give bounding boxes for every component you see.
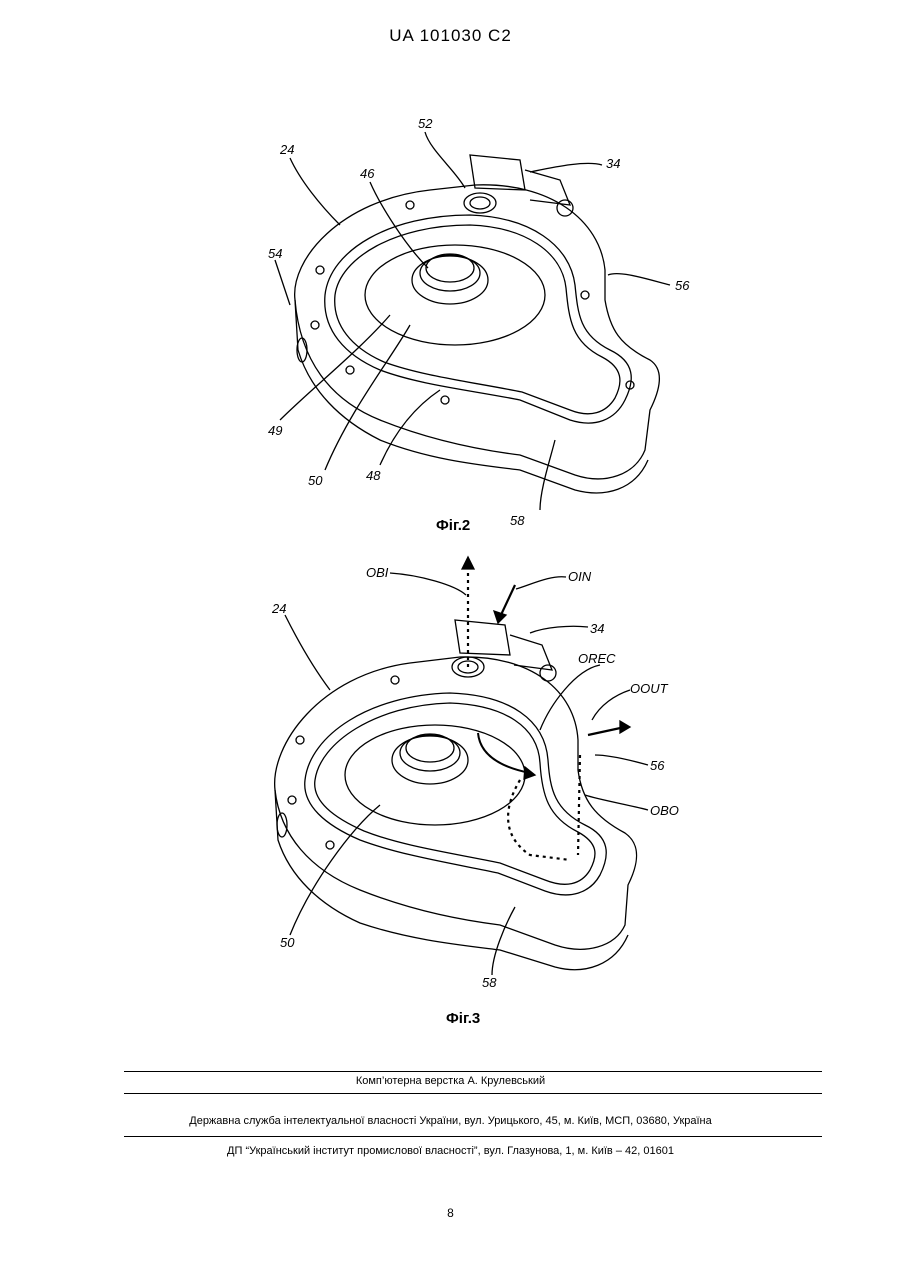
label-oin: OIN: [568, 569, 592, 584]
label-obo: OBO: [650, 803, 679, 818]
label-50: 50: [308, 473, 323, 488]
footer-rule-middle: [124, 1093, 822, 1094]
label-34: 34: [606, 156, 620, 171]
label-46: 46: [360, 166, 375, 181]
label-obi: OBI: [366, 565, 389, 580]
figure-2-caption: Фіг.2: [436, 517, 470, 534]
label-58: 58: [510, 513, 525, 528]
figure-3-caption: Фіг.3: [446, 1010, 480, 1027]
label-52: 52: [418, 116, 433, 131]
label-48: 48: [366, 468, 381, 483]
footer-rule-top: [124, 1071, 822, 1072]
page-number: 8: [0, 1206, 901, 1220]
label-34: 34: [590, 621, 604, 636]
footer-institute: ДП “Український інститут промислової вла…: [0, 1145, 901, 1157]
figure-3-drawing: OBI OIN 24 34 OREC OOUT 56 OBO 50 58: [230, 555, 710, 995]
label-24: 24: [271, 601, 286, 616]
label-58: 58: [482, 975, 497, 990]
label-49: 49: [268, 423, 282, 438]
label-oout: OOUT: [630, 681, 669, 696]
footer-layout-credit: Комп’ютерна верстка А. Крулевський: [0, 1075, 901, 1087]
label-54: 54: [268, 246, 282, 261]
figure-2-drawing: 52 34 24 46 54 56 49 50 48 58: [230, 110, 710, 530]
label-50: 50: [280, 935, 295, 950]
document-id: UA 101030 C2: [0, 26, 901, 46]
label-orec: OREC: [578, 651, 616, 666]
label-56: 56: [650, 758, 665, 773]
label-56: 56: [675, 278, 690, 293]
footer-rule-bottom: [124, 1136, 822, 1137]
footer-agency: Державна служба інтелектуальної власност…: [0, 1115, 901, 1127]
label-24: 24: [279, 142, 294, 157]
